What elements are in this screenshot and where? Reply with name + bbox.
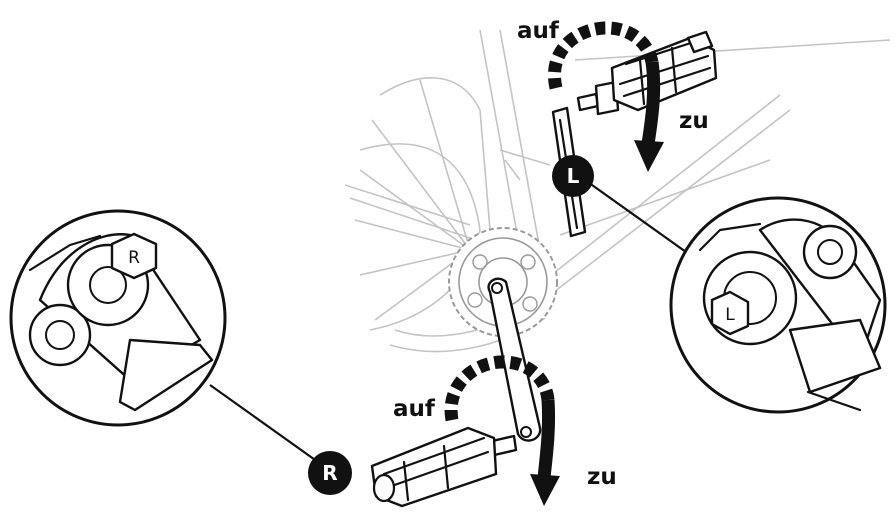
label-top-open: auf — [517, 18, 560, 44]
pedal-icon-top — [576, 30, 718, 116]
badge-left-label: L — [567, 164, 580, 188]
detail-hex-label-right: R — [128, 248, 140, 268]
detail-hex-label-left: L — [725, 305, 735, 325]
label-bottom-close: zu — [587, 464, 617, 490]
badge-right-label: R — [322, 461, 337, 485]
label-top-close: zu — [679, 108, 709, 134]
pedal-icon-bottom — [370, 426, 518, 508]
bicycle-frame-background — [344, 29, 891, 353]
magnifier-detail-icon-right: R — [9, 209, 319, 463]
magnifier-detail-icon-left: L — [584, 179, 887, 414]
rotation-arrow-icon-top — [548, 21, 664, 172]
label-bottom-open: auf — [393, 396, 436, 422]
badge-right-icon: R — [308, 451, 352, 495]
rotation-arrow-icon-bottom — [444, 355, 560, 506]
badge-left-icon: L — [552, 155, 594, 197]
